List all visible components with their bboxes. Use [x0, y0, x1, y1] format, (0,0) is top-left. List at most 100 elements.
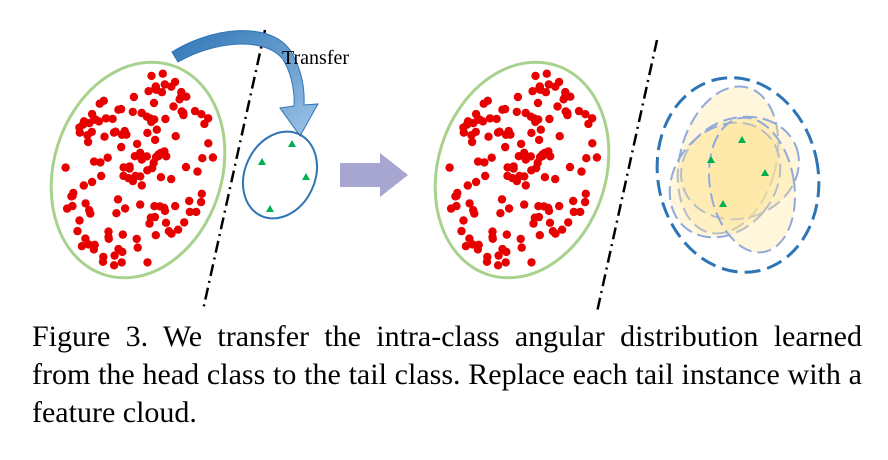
head-point [551, 82, 560, 91]
head-point [520, 200, 529, 209]
head-point [534, 135, 544, 145]
head-point [502, 230, 511, 239]
head-point [171, 201, 180, 211]
head-point [501, 142, 510, 152]
head-point [156, 173, 166, 182]
tail-point [738, 136, 746, 143]
head-point [133, 243, 142, 252]
head-point [488, 232, 497, 242]
head-point [144, 87, 153, 96]
head-point [580, 197, 590, 207]
head-point [120, 126, 129, 136]
head-point [584, 119, 593, 129]
head-point [89, 157, 99, 166]
tail-point [258, 158, 266, 165]
head-point [109, 261, 119, 270]
head-point [467, 137, 477, 147]
head-point [129, 92, 139, 102]
head-point [555, 201, 564, 211]
head-point [160, 80, 169, 89]
head-point [200, 119, 209, 129]
head-point [527, 258, 536, 267]
head-point [171, 132, 180, 141]
figure-caption: Figure 3. We transfer the intra-class an… [32, 320, 862, 429]
head-point [551, 229, 560, 238]
head-point [160, 147, 169, 156]
head-point [536, 125, 545, 134]
head-point [83, 137, 93, 147]
head-point [196, 197, 206, 207]
figure-diagram: Transfer [49, 29, 821, 313]
head-point [467, 131, 476, 140]
feature-cloud-group [655, 76, 821, 274]
head-point [577, 167, 586, 176]
head-point [167, 229, 176, 238]
head-point [592, 153, 602, 162]
head-point [100, 132, 109, 141]
head-point [494, 251, 503, 260]
feature-cloud [676, 85, 780, 235]
transferred-tail-points [707, 136, 769, 207]
head-point [521, 181, 530, 190]
head-point [574, 106, 584, 116]
outer-feature-cloud [655, 76, 821, 274]
head-point [535, 231, 544, 240]
head-point [495, 127, 504, 136]
head-point [85, 206, 94, 215]
head-point [208, 153, 218, 162]
head-point [482, 257, 492, 266]
head-point [493, 261, 503, 270]
head-point [487, 153, 496, 162]
head-point [117, 258, 126, 267]
head-point [167, 174, 176, 184]
head-point [87, 177, 97, 187]
head-point [473, 157, 483, 166]
head-point [119, 163, 128, 172]
head-point [96, 158, 105, 167]
head-point [532, 163, 541, 173]
head-point [137, 181, 146, 190]
head-point [544, 80, 553, 89]
head-point [531, 117, 540, 127]
head-point [114, 105, 123, 114]
head-point [513, 92, 523, 102]
head-point [131, 171, 140, 181]
head-point [471, 177, 481, 187]
head-point [521, 155, 530, 164]
head-point [564, 218, 573, 227]
head-point [99, 96, 109, 106]
head-point [180, 218, 189, 227]
head-point [179, 110, 188, 120]
head-point [152, 125, 161, 134]
head-point [81, 199, 90, 208]
head-point [204, 139, 213, 148]
tail-point [761, 169, 769, 176]
tail-class-ellipse [242, 130, 318, 220]
head-point [559, 95, 568, 104]
head-point [112, 209, 121, 218]
head-point [77, 242, 87, 251]
head-point [512, 107, 521, 117]
head-point [569, 207, 578, 217]
head-point [504, 204, 514, 213]
head-point [520, 148, 529, 157]
head-point [561, 87, 570, 97]
head-point [582, 154, 591, 163]
tail-point [266, 205, 274, 212]
head-point [497, 195, 507, 204]
head-point [69, 188, 78, 198]
head-point [539, 202, 549, 211]
tail-point [719, 200, 727, 207]
head-point [463, 181, 472, 190]
head-point [158, 69, 167, 78]
head-point [132, 234, 141, 244]
head-point [101, 114, 111, 123]
head-point [553, 102, 562, 111]
head-point [473, 115, 483, 124]
head-point [118, 247, 127, 257]
head-point [504, 126, 513, 136]
head-point [581, 189, 590, 198]
head-class-points-right [445, 69, 602, 270]
head-point [563, 110, 572, 120]
head-point [516, 234, 525, 244]
